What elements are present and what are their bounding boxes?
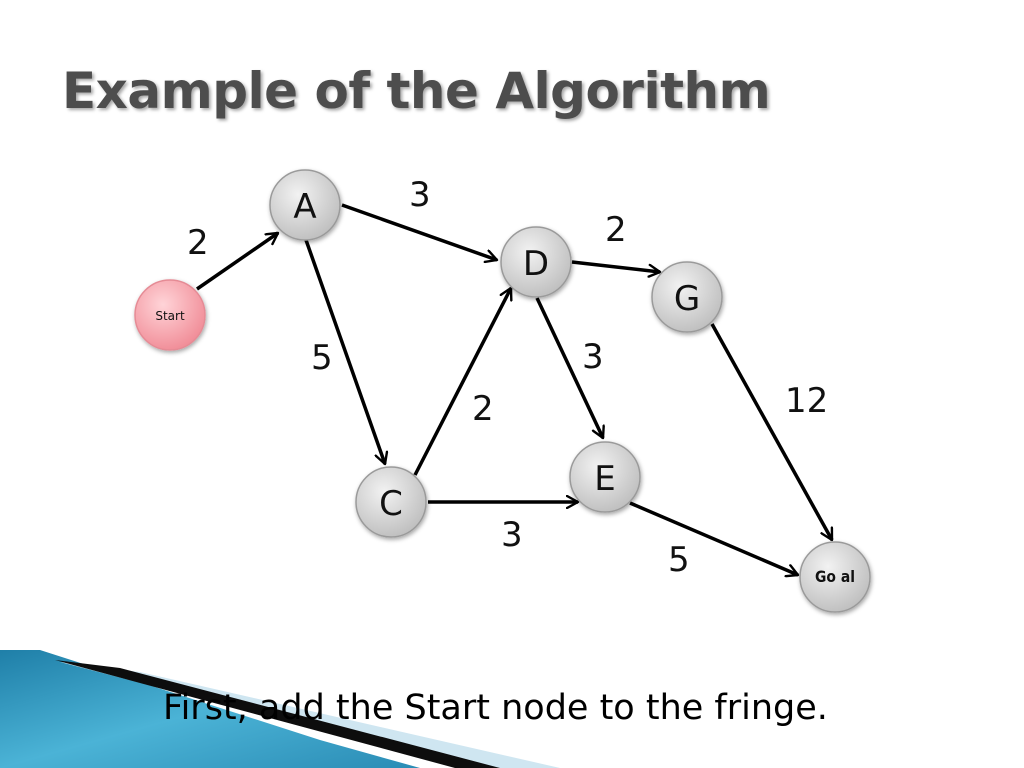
slide-caption: First, add the Start node to the fringe. — [163, 688, 828, 728]
node-label: Start — [155, 309, 185, 323]
node-label: D — [523, 244, 549, 284]
edge-c-d: 2 — [413, 288, 513, 476]
edge-a-d: 3 — [341, 175, 497, 260]
edge-line — [571, 260, 660, 272]
edge-line — [710, 323, 834, 540]
edge-weight: 3 — [409, 175, 431, 215]
edge-start-a: 2 — [187, 223, 278, 291]
edge-weight: 5 — [311, 338, 333, 378]
node-circle — [799, 541, 871, 613]
node-start[interactable]: Start — [134, 279, 206, 351]
edge-weight: 2 — [187, 223, 209, 263]
edge-d-g: 2 — [571, 210, 660, 272]
node-label: G — [674, 279, 700, 319]
edge-g-goal: 12 — [710, 323, 834, 540]
node-circle — [355, 466, 427, 538]
edge-weight: 2 — [605, 210, 627, 250]
edge-line — [304, 239, 385, 464]
node-label: C — [379, 484, 403, 524]
edge-line — [341, 203, 497, 260]
node-a[interactable]: A — [269, 169, 341, 241]
edge-c-e: 3 — [428, 502, 578, 555]
edge-line — [413, 288, 513, 476]
slide-title: Example of the Algorithm — [62, 62, 771, 120]
edge-line — [535, 297, 603, 438]
edge-weight: 3 — [501, 515, 523, 555]
edge-d-e: 3 — [535, 297, 604, 438]
node-e[interactable]: E — [569, 441, 641, 513]
node-circle — [651, 261, 723, 333]
edge-weight: 12 — [785, 381, 828, 421]
node-label: A — [293, 187, 316, 227]
edge-weight: 3 — [582, 337, 604, 377]
node-circle — [269, 169, 341, 241]
node-goal[interactable]: Go al — [799, 541, 871, 613]
node-circle — [134, 279, 206, 351]
edge-line — [196, 231, 278, 291]
node-circle — [500, 226, 572, 298]
edge-line — [629, 501, 798, 575]
decorative-swoosh — [0, 650, 560, 768]
edge-weight: 2 — [472, 389, 494, 429]
node-label-goal: Go al — [815, 567, 855, 586]
edge-e-goal: 5 — [629, 501, 798, 580]
node-circle — [569, 441, 641, 513]
node-c[interactable]: C — [355, 466, 427, 538]
node-label: E — [594, 459, 615, 499]
edge-a-c: 5 — [304, 239, 385, 464]
edge-weight: 5 — [668, 540, 690, 580]
node-d[interactable]: D — [500, 226, 572, 298]
node-g[interactable]: G — [651, 261, 723, 333]
